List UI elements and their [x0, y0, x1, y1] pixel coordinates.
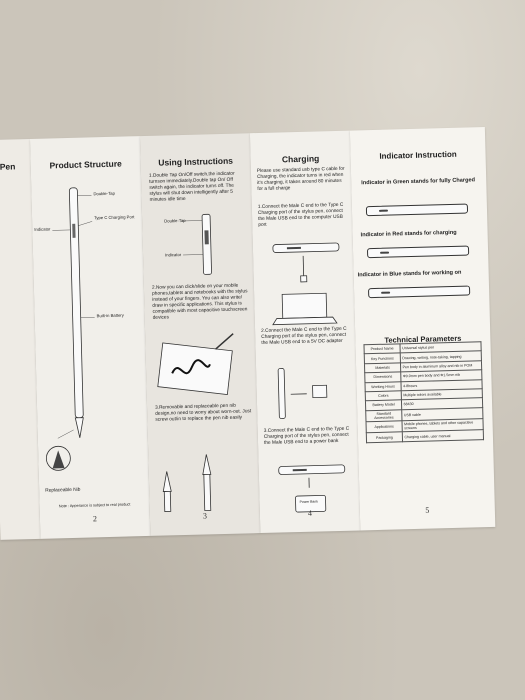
indicator-green-text: Indicator in Green stands for fully Char…	[361, 177, 476, 187]
charging-diagrams	[272, 242, 346, 513]
param-name: Packaging	[366, 432, 403, 443]
using-step-3: 3.Removable and replaceable pen nib desi…	[155, 403, 252, 423]
indicator-red-text: Indicator in Red stands for charging	[360, 229, 457, 239]
indicator-blue-pen	[368, 285, 471, 299]
using-label-double-tap: Double-Tap	[164, 217, 186, 224]
indicator-blue-text: Indicator in Blue stands for working on	[357, 269, 462, 279]
panel-using-instructions: Using Instructions 1.Double Tap On/Off s…	[139, 133, 261, 536]
using-label-indicator: Indicator	[165, 252, 182, 258]
cover-title-fragment: s Pen	[0, 161, 16, 172]
label-replaceable-nib: Replaceable Nib	[45, 487, 81, 494]
charging-step-2: 2.Connect the Male C end to the Type C C…	[261, 326, 347, 346]
using-diagrams	[157, 213, 234, 512]
using-step-2: 2.Now you can click/slide on your mobile…	[151, 283, 248, 321]
label-indicator: Indicator	[34, 226, 51, 232]
panel-indicator-technical: Indicator Instruction Indicator in Green…	[349, 127, 496, 531]
pen-structure-diagram	[45, 187, 95, 471]
label-power-bank: Power Bank	[299, 499, 318, 505]
instruction-leaflet: s Pen Product Structure Double-Tap Indic…	[0, 126, 521, 569]
page-number-5: 5	[425, 505, 430, 515]
panel-charging: Charging Please use standard usb type C …	[249, 130, 361, 534]
indicator-red-pen	[366, 245, 470, 259]
charging-step-3: 3.Connect the Male C end to the Type C C…	[263, 426, 350, 446]
label-built-in-battery: Built-in Battery	[96, 312, 124, 319]
param-name: Standard Accessories	[365, 409, 402, 422]
label-double-tap: Double-Tap	[93, 190, 115, 197]
indicator-instruction-title: Indicator Instruction	[379, 149, 457, 161]
param-name: Applications	[366, 420, 403, 434]
panel-product-structure: Product Structure Double-Tap Indicator T…	[29, 136, 151, 539]
indicator-green-pen	[365, 203, 469, 217]
param-value: Charging cable, user manual	[402, 430, 484, 442]
